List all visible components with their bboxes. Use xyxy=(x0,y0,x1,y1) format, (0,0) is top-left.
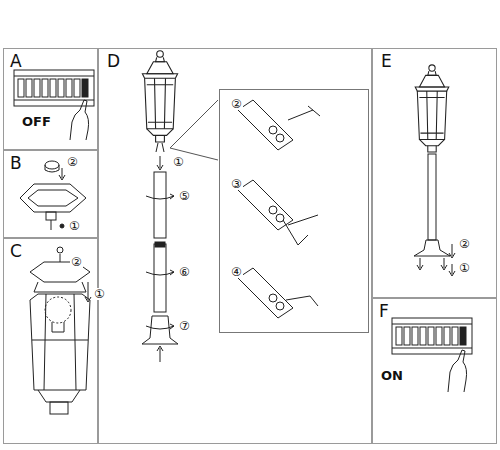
step-panel: C xyxy=(3,238,98,444)
callout-number: ① xyxy=(458,262,471,274)
callout-number: ③ xyxy=(230,178,243,190)
step-panel: D ② ③ ④ xyxy=(98,48,372,444)
step-letter: A xyxy=(10,53,22,70)
detail-inset: ② ③ ④ xyxy=(219,89,369,333)
step-panel: A OFF xyxy=(3,48,98,150)
callout-number: ① xyxy=(172,156,185,168)
step-letter: E xyxy=(381,53,392,70)
callout-number: ② xyxy=(66,156,79,168)
callout-number: ② xyxy=(230,98,243,110)
hand xyxy=(448,350,467,392)
callout-number: ① xyxy=(93,288,106,300)
callout-number: ⑥ xyxy=(178,266,191,278)
switch-state: ON xyxy=(381,369,403,382)
hand xyxy=(70,100,89,140)
lamp-head-exploded xyxy=(30,247,91,414)
lamp-post-assembly xyxy=(142,51,320,362)
callout-number: ④ xyxy=(230,266,243,278)
step-panel: B xyxy=(3,150,98,238)
callout-number: ① xyxy=(68,220,81,232)
step-letter: D xyxy=(107,53,120,70)
callout-number: ② xyxy=(70,256,83,268)
step-panel: F ON xyxy=(372,298,497,444)
step-letter: C xyxy=(10,243,22,260)
step-panel: E xyxy=(372,48,497,298)
switch-state: OFF xyxy=(22,115,51,128)
breaker-panel xyxy=(14,70,94,140)
lamp-post xyxy=(414,65,455,276)
callout-number: ⑦ xyxy=(178,320,191,332)
step-letter: B xyxy=(10,155,22,172)
breaker-panel xyxy=(392,318,472,392)
callout-number: ⑤ xyxy=(178,190,191,202)
step-letter: F xyxy=(379,303,389,320)
callout-number: ② xyxy=(458,238,471,250)
